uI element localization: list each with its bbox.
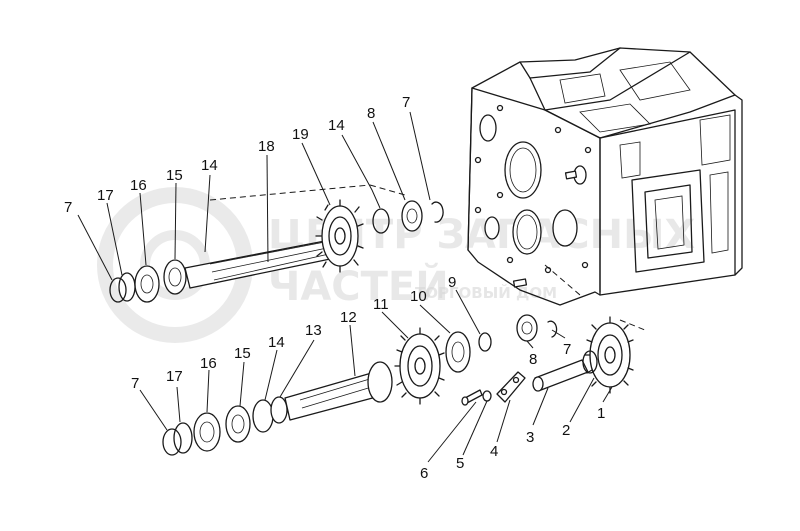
- callout-upper-19: 19: [292, 126, 309, 143]
- callout-upper-14-left: 14: [201, 157, 218, 174]
- callout-lower-17: 17: [166, 368, 183, 385]
- circlip-left-lower: [162, 428, 182, 456]
- callout-upper-15: 15: [166, 167, 183, 184]
- callout-upper-7-right: 7: [402, 94, 410, 111]
- callout-right-4: 4: [490, 443, 498, 460]
- callout-upper-16: 16: [130, 177, 147, 194]
- circlip-left-upper: [109, 277, 127, 303]
- callout-lower-9: 9: [448, 274, 456, 291]
- gearbox-housing: [467, 47, 743, 306]
- gear-11: [394, 327, 445, 405]
- callout-upper-18: 18: [258, 138, 275, 155]
- watermark-line3: ТОРГОВЫЙ ДОМ: [415, 283, 557, 302]
- lock-plate: [496, 371, 526, 403]
- callouts-right: 8 7 6 5 4 3 2 1: [420, 341, 605, 482]
- leader-lines: [77, 111, 613, 463]
- gear-1: [584, 316, 634, 394]
- idler-assembly: [461, 264, 646, 406]
- callout-right-2: 2: [562, 422, 570, 439]
- callout-lower-10: 10: [410, 288, 427, 305]
- gear-19: [315, 199, 364, 273]
- upper-shaft-assembly: [109, 184, 444, 303]
- callouts-lower: 7 17 16 15 14 13 12 11 10 9: [131, 274, 456, 392]
- callout-right-6: 6: [420, 465, 428, 482]
- callout-lower-7: 7: [131, 375, 139, 392]
- bearing-upper-16: [134, 265, 160, 303]
- callout-right-7: 7: [563, 341, 571, 358]
- callout-right-1: 1: [597, 405, 605, 422]
- callout-lower-16: 16: [200, 355, 217, 372]
- callouts-upper: 7 17 16 15 14 18 19 14 8 7: [64, 94, 410, 216]
- secondary-shaft: [284, 371, 381, 421]
- callout-lower-13: 13: [305, 322, 322, 339]
- watermark: ЦЕНТР ЗАПАСНЫХ ЧАСТЕЙ ТОРГОВЫЙ ДОМ: [97, 187, 696, 343]
- callout-upper-8: 8: [367, 105, 375, 122]
- callout-upper-14-right: 14: [328, 117, 345, 134]
- callout-right-5: 5: [456, 455, 464, 472]
- callout-lower-15: 15: [234, 345, 251, 362]
- callout-lower-12: 12: [340, 309, 357, 326]
- callout-lower-14: 14: [268, 334, 285, 351]
- lower-shaft-assembly: [162, 327, 492, 456]
- callout-upper-17: 17: [97, 187, 114, 204]
- callout-lower-11: 11: [373, 296, 389, 313]
- callout-upper-7-left: 7: [64, 199, 72, 216]
- callout-right-8: 8: [529, 351, 537, 368]
- watermark-line2: ЧАСТЕЙ: [268, 262, 449, 310]
- callout-right-3: 3: [526, 429, 534, 446]
- gear-10: [445, 331, 471, 373]
